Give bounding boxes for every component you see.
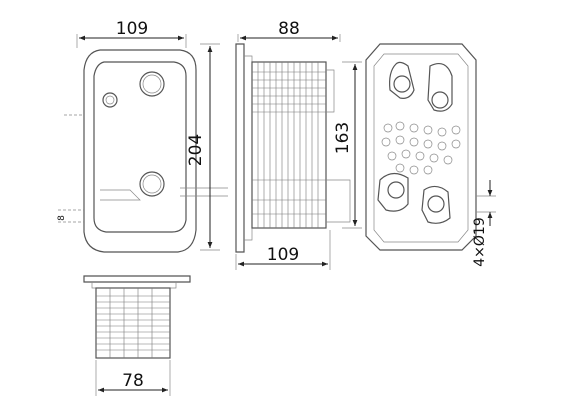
back-view (365, 43, 477, 251)
side-base-width-label: 109 (267, 245, 299, 265)
bolt-pattern (381, 121, 461, 175)
bottom-width-dimension: 78 (95, 360, 171, 396)
side-view (235, 43, 351, 253)
front-view (58, 49, 228, 253)
front-width-label: 109 (116, 19, 148, 39)
core-height-label: 163 (333, 122, 353, 154)
side-fins (252, 62, 326, 228)
front-width-dimension: 109 (76, 19, 187, 48)
bottom-width-label: 78 (122, 371, 144, 391)
small-mark-label: 8 (57, 215, 67, 221)
hole-label: 4×Ø19 (472, 217, 488, 266)
core-height-dimension: 163 (333, 61, 362, 229)
height-dimension: 204 (186, 43, 220, 251)
side-width-dimension: 88 (237, 19, 341, 42)
hole-dimension: 4×Ø19 (472, 180, 496, 267)
bottom-fins (96, 288, 170, 358)
height-label: 204 (186, 134, 206, 166)
bottom-view (83, 275, 191, 359)
side-base-width-dimension: 109 (235, 230, 331, 270)
side-width-label: 88 (278, 19, 300, 39)
